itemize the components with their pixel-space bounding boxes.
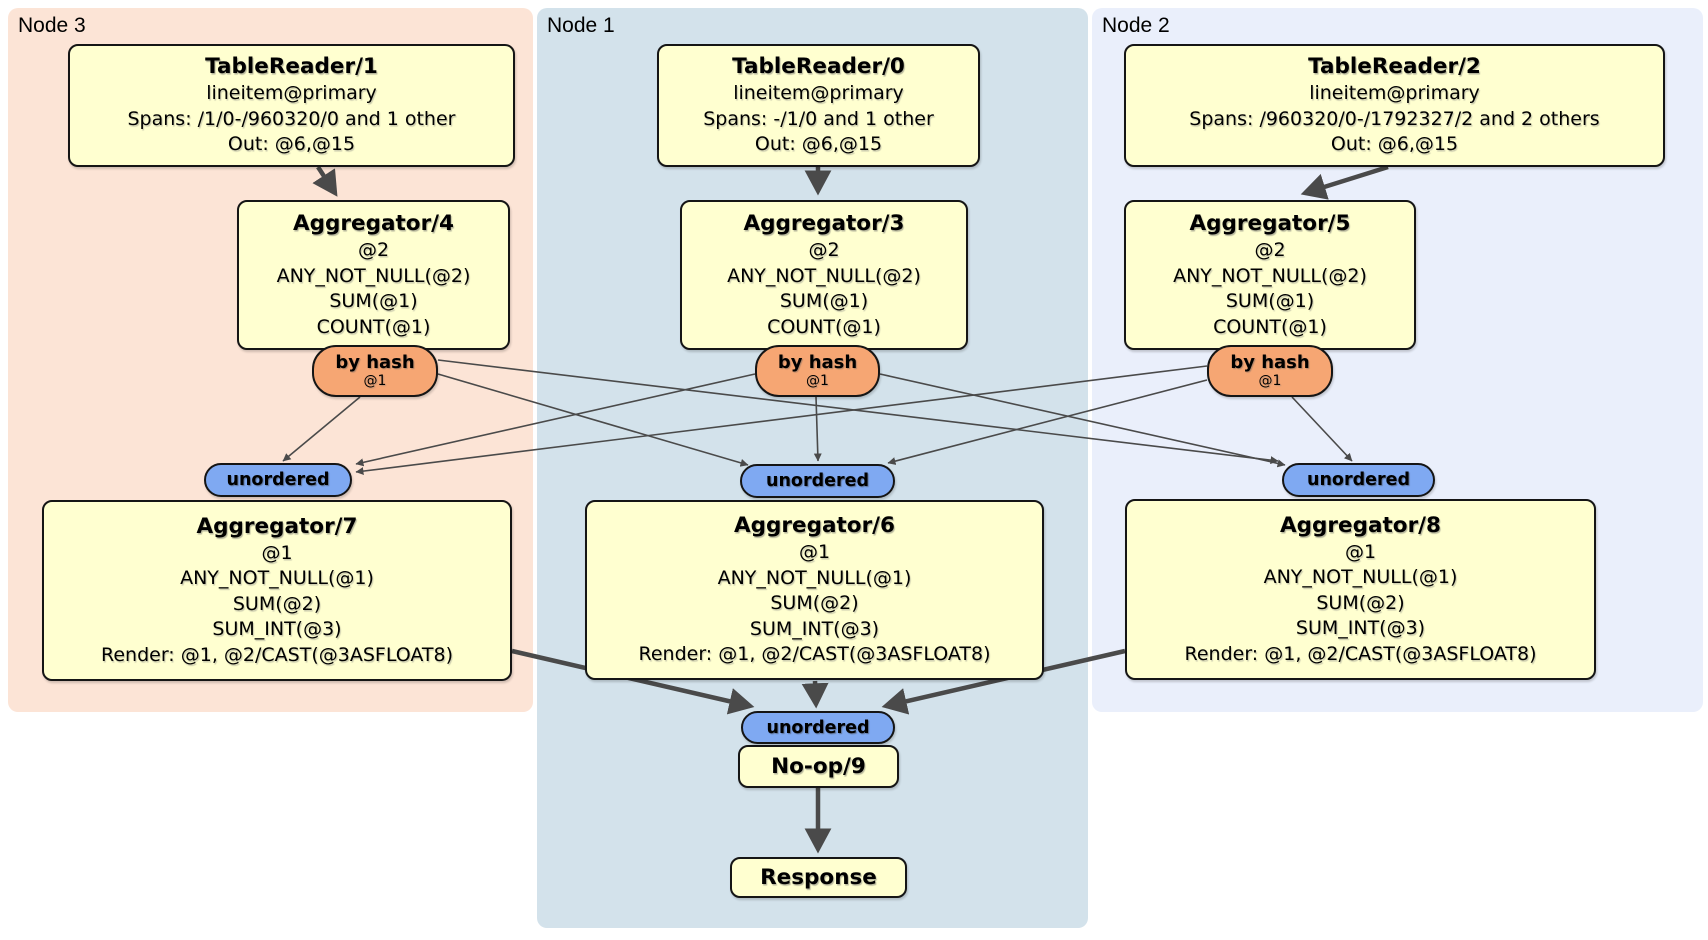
processor-title: TableReader/1: [205, 54, 378, 80]
processor-title: No-op/9: [771, 753, 866, 779]
processor-detail: @1: [261, 541, 293, 564]
processor-detail: Spans: /1/0-/960320/0 and 1 other: [127, 107, 456, 130]
processor-tablereader-2: TableReader/2 lineitem@primary Spans: /9…: [1124, 44, 1665, 167]
processor-detail: ANY_NOT_NULL(@2): [1173, 264, 1367, 287]
processor-detail: @1: [798, 541, 831, 564]
router-detail: @1: [1258, 373, 1282, 389]
processor-detail: SUM_INT(@3): [1295, 617, 1426, 640]
processor-aggregator-7: Aggregator/7 @1 ANY_NOT_NULL(@1) SUM(@2)…: [42, 500, 512, 681]
region-label-node-1: Node 1: [547, 14, 615, 37]
region-label-node-2: Node 2: [1102, 14, 1170, 37]
processor-detail: COUNT(@1): [1213, 315, 1327, 338]
processor-detail: ANY_NOT_NULL(@1): [1263, 566, 1458, 589]
router-stream-edges: [282, 359, 1353, 476]
router-detail: @1: [806, 373, 829, 389]
processor-detail: lineitem@primary: [733, 82, 904, 105]
router-detail: @1: [363, 373, 387, 389]
region-label-node-3: Node 3: [18, 14, 86, 37]
processor-noop-9: No-op/9: [738, 745, 899, 788]
processor-detail: lineitem@primary: [1309, 82, 1480, 105]
processor-title: TableReader/0: [732, 54, 905, 80]
processor-detail: SUM_INT(@3): [749, 617, 880, 640]
synchronizer-label: unordered: [766, 717, 870, 738]
processor-title: Aggregator/8: [1280, 512, 1441, 538]
processor-detail: SUM(@1): [329, 290, 418, 312]
processor-detail: ANY_NOT_NULL(@2): [276, 264, 471, 287]
synchronizer-unordered-node1: unordered: [740, 464, 895, 498]
router-by-hash-node2: by hash @1: [1207, 345, 1333, 397]
processor-detail: SUM(@2): [232, 592, 322, 615]
processor-title: Aggregator/7: [196, 513, 358, 539]
processor-detail: COUNT(@1): [316, 315, 431, 338]
processor-title: TableReader/2: [1308, 54, 1481, 80]
processor-detail: @2: [808, 239, 840, 261]
processor-aggregator-4: Aggregator/4 @2 ANY_NOT_NULL(@2) SUM(@1)…: [237, 200, 510, 350]
processor-tablereader-1: TableReader/1 lineitem@primary Spans: /1…: [68, 44, 515, 167]
synchronizer-unordered-final: unordered: [741, 711, 895, 744]
processor-aggregator-3: Aggregator/3 @2 ANY_NOT_NULL(@2) SUM(@1)…: [680, 200, 968, 350]
processor-title: Aggregator/5: [1189, 211, 1351, 236]
router-by-hash-node3: by hash @1: [312, 345, 438, 397]
processor-detail: ANY_NOT_NULL(@1): [180, 567, 374, 590]
response-title: Response: [760, 864, 877, 890]
processor-detail: Spans: /960320/0-/1792327/2 and 2 others: [1189, 107, 1600, 130]
processor-detail: Render: @1, @2/CAST(@3ASFLOAT8): [638, 643, 991, 666]
processor-detail: ANY_NOT_NULL(@1): [717, 566, 912, 589]
synchronizer-unordered-node3: unordered: [204, 463, 352, 497]
processor-title: Aggregator/4: [293, 211, 454, 236]
processor-detail: Out: @6,@15: [1330, 133, 1459, 156]
synchronizer-label: unordered: [226, 470, 330, 490]
synchronizer-label: unordered: [1307, 470, 1410, 490]
synchronizer-unordered-node2: unordered: [1282, 463, 1435, 497]
processor-detail: COUNT(@1): [767, 315, 881, 338]
processor-detail: @1: [1344, 540, 1377, 563]
response-box: Response: [730, 857, 907, 898]
processor-detail: SUM(@2): [1316, 591, 1405, 614]
processor-aggregator-8: Aggregator/8 @1 ANY_NOT_NULL(@1) SUM(@2)…: [1125, 499, 1596, 680]
processor-detail: Spans: -/1/0 and 1 other: [703, 107, 934, 130]
processor-detail: @2: [1254, 239, 1286, 261]
router-by-hash-node1: by hash @1: [755, 345, 880, 397]
processor-detail: SUM(@1): [779, 290, 869, 312]
processor-title: Aggregator/6: [734, 513, 895, 539]
processor-detail: SUM_INT(@3): [212, 618, 342, 641]
processor-title: Aggregator/3: [743, 211, 905, 236]
processor-detail: Out: @6,@15: [754, 133, 883, 156]
processor-detail: ANY_NOT_NULL(@2): [727, 264, 921, 287]
processor-detail: SUM(@1): [1225, 290, 1315, 312]
synchronizer-label: unordered: [766, 471, 869, 491]
router-label: by hash: [335, 352, 415, 373]
processor-detail: @2: [357, 239, 390, 261]
processor-aggregator-5: Aggregator/5 @2 ANY_NOT_NULL(@2) SUM(@1)…: [1124, 200, 1416, 350]
processor-tablereader-0: TableReader/0 lineitem@primary Spans: -/…: [657, 44, 980, 167]
router-label: by hash: [1230, 352, 1310, 373]
processor-detail: SUM(@2): [770, 592, 859, 615]
processor-aggregator-6: Aggregator/6 @1 ANY_NOT_NULL(@1) SUM(@2)…: [585, 500, 1044, 680]
router-label: by hash: [777, 352, 858, 373]
processor-detail: Render: @1, @2/CAST(@3ASFLOAT8): [1184, 642, 1537, 665]
processor-detail: Render: @1, @2/CAST(@3ASFLOAT8): [101, 643, 453, 666]
processor-detail: lineitem@primary: [206, 82, 377, 105]
processor-detail: Out: @6,@15: [227, 133, 356, 156]
